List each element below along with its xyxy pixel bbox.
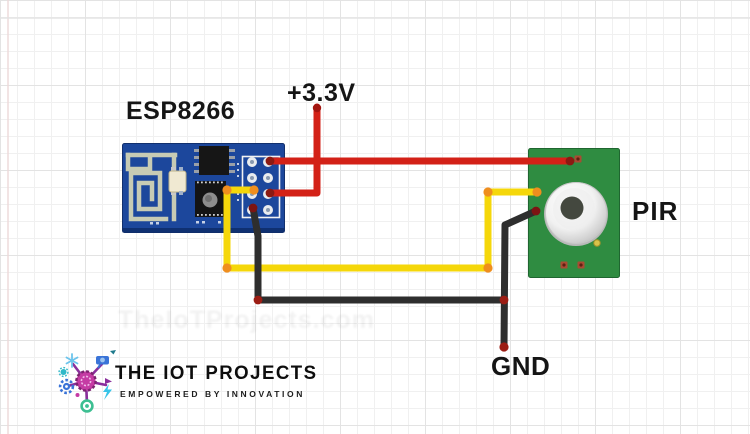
ring-node-icon bbox=[80, 399, 94, 413]
iot-network-icon bbox=[58, 350, 116, 413]
gnd-label: GND bbox=[491, 351, 551, 381]
esp8266-pcb-edge bbox=[122, 228, 285, 233]
esp8266-label: ESP8266 bbox=[126, 97, 236, 125]
small-dot bbox=[75, 393, 80, 397]
wire-black-gnd-esp bbox=[249, 204, 508, 304]
watermark-text: TheIoTProjects.com bbox=[118, 306, 375, 334]
lightning-icon bbox=[103, 378, 112, 400]
snowflake-icon bbox=[65, 353, 79, 368]
wire-red-vcc-feed bbox=[267, 103, 321, 197]
esp8266-crystal bbox=[168, 167, 187, 195]
camera-icon bbox=[96, 356, 109, 369]
esp8266-flash-chip bbox=[194, 146, 235, 175]
icon-hub-node bbox=[75, 370, 97, 392]
gear-icon bbox=[58, 378, 75, 395]
pir-label: PIR bbox=[632, 196, 679, 226]
pir-lens-center bbox=[560, 196, 584, 220]
wire-junction-dots bbox=[222, 103, 575, 352]
esp8266-silkscreen bbox=[150, 163, 239, 225]
pir-dome bbox=[544, 182, 608, 247]
pir-sensor-module bbox=[528, 148, 620, 278]
esp8266-soc-chip bbox=[195, 181, 226, 217]
small-gear-icon bbox=[58, 366, 69, 378]
paper-grid-accent-line bbox=[7, 0, 9, 434]
brand-tagline: EMPOWERED BY INNOVATION bbox=[120, 389, 305, 399]
wire-yellow-signal bbox=[223, 186, 541, 272]
pir-solder-pads bbox=[560, 155, 585, 269]
wire-black-gnd-pir bbox=[500, 207, 540, 351]
pir-pin-nub bbox=[593, 239, 601, 247]
cursor-arrow-icon bbox=[110, 350, 116, 355]
paper-grid-accent-line bbox=[0, 17, 750, 19]
brand-logo: THE IOT PROJECTS EMPOWERED BY INNOVATION bbox=[58, 350, 316, 416]
brand-name: THE IOT PROJECTS bbox=[115, 363, 318, 384]
power-3v3-label: +3.3V bbox=[287, 79, 356, 107]
